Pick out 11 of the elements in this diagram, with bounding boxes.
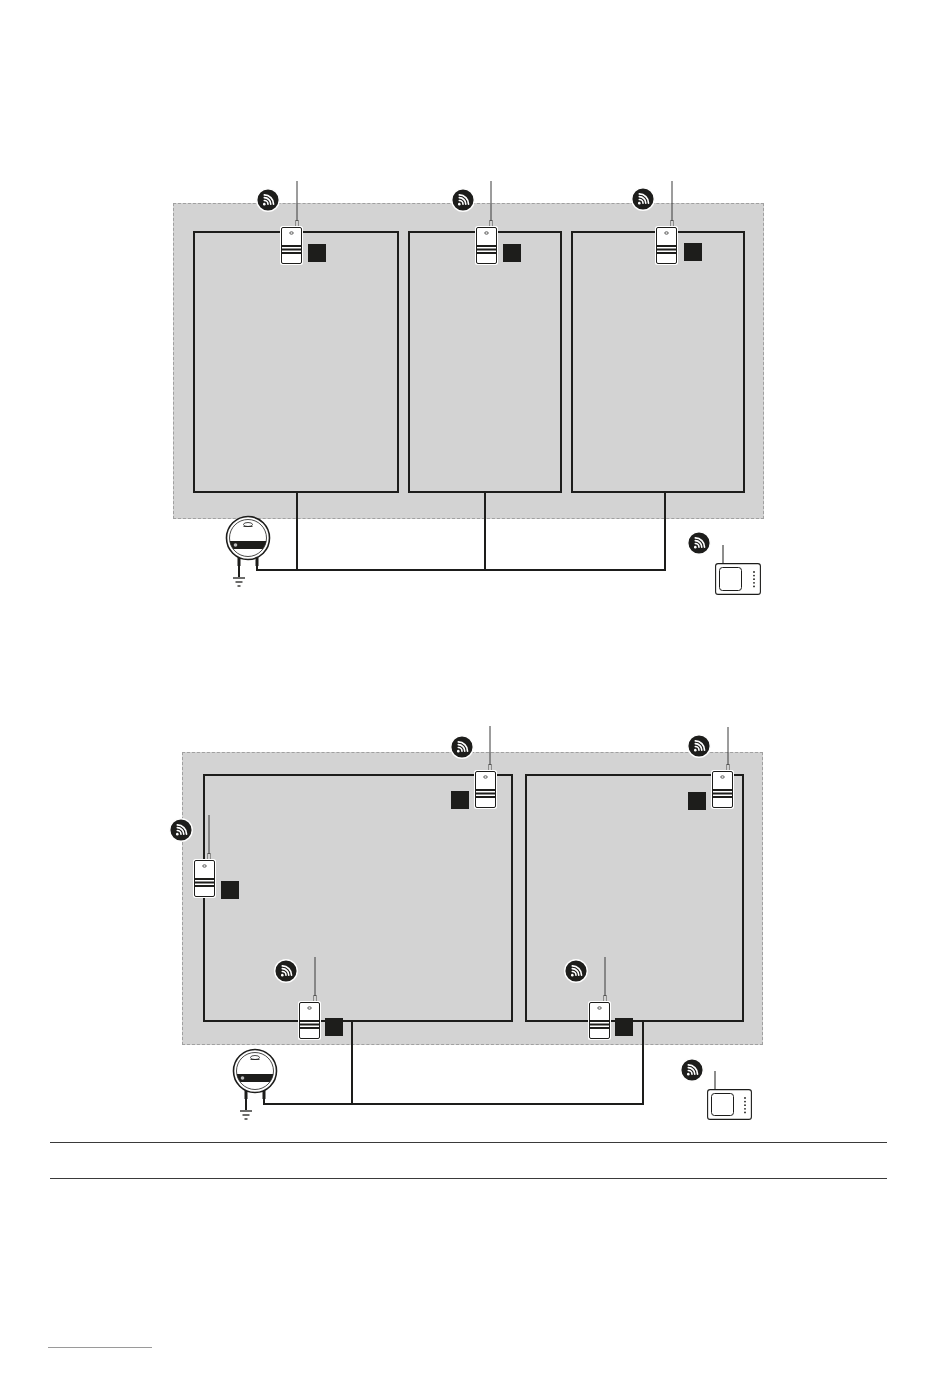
- fence-wire: [245, 1098, 247, 1111]
- pasture-area: [182, 752, 763, 1045]
- pasture-area: [173, 203, 764, 519]
- paddock-fence: [203, 774, 513, 1022]
- fence-wire: [263, 1021, 644, 1105]
- fence-wire: [238, 565, 240, 578]
- paddock-fence: [571, 231, 745, 493]
- paddock-fence: [193, 231, 399, 493]
- paddock-fence: [525, 774, 744, 1022]
- paddock-fence: [408, 231, 562, 493]
- fence-wire: [256, 492, 666, 571]
